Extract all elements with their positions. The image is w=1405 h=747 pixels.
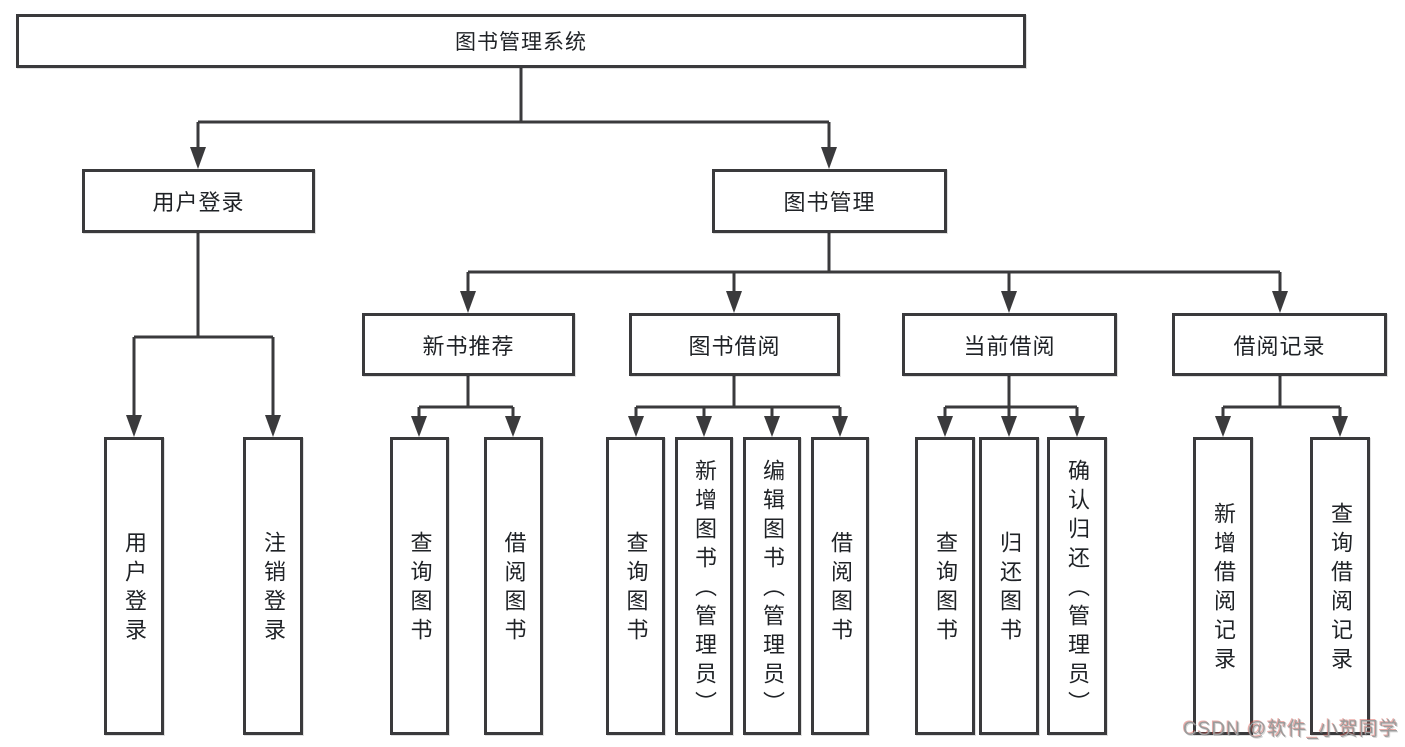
- node-leaf-confirm-return-admin: 确认归还（管理员）: [1047, 437, 1107, 735]
- node-leaf-add-books-admin: 新增图书（管理员）: [675, 437, 733, 735]
- node-leaf-user-login: 用户登录: [104, 437, 164, 735]
- node-leaf-borrow-books: 借阅图书: [811, 437, 869, 735]
- node-leaf-query-books-borrow: 查询图书: [606, 437, 665, 735]
- arrowhead-icons: [126, 147, 1348, 437]
- node-leaf-query-books-current: 查询图书: [915, 437, 975, 735]
- node-leaf-query-books-recommend: 查询图书: [390, 437, 449, 735]
- node-leaf-logout: 注销登录: [243, 437, 303, 735]
- node-borrow-records: 借阅记录: [1172, 313, 1387, 376]
- node-root-system: 图书管理系统: [16, 14, 1026, 68]
- csdn-watermark: CSDN @软件_小贺同学: [1183, 719, 1399, 740]
- node-new-book-recommend: 新书推荐: [362, 313, 575, 376]
- node-book-borrow: 图书借阅: [629, 313, 840, 376]
- node-book-management: 图书管理: [712, 169, 947, 233]
- node-leaf-edit-books-admin: 编辑图书（管理员）: [743, 437, 801, 735]
- node-leaf-add-borrow-record: 新增借阅记录: [1193, 437, 1253, 735]
- connector-paths: [132, 68, 1342, 417]
- node-leaf-return-books: 归还图书: [979, 437, 1039, 735]
- node-leaf-borrow-books-recommend: 借阅图书: [484, 437, 543, 735]
- node-current-borrow: 当前借阅: [902, 313, 1117, 376]
- node-user-login: 用户登录: [82, 169, 315, 233]
- node-leaf-query-borrow-record: 查询借阅记录: [1310, 437, 1370, 735]
